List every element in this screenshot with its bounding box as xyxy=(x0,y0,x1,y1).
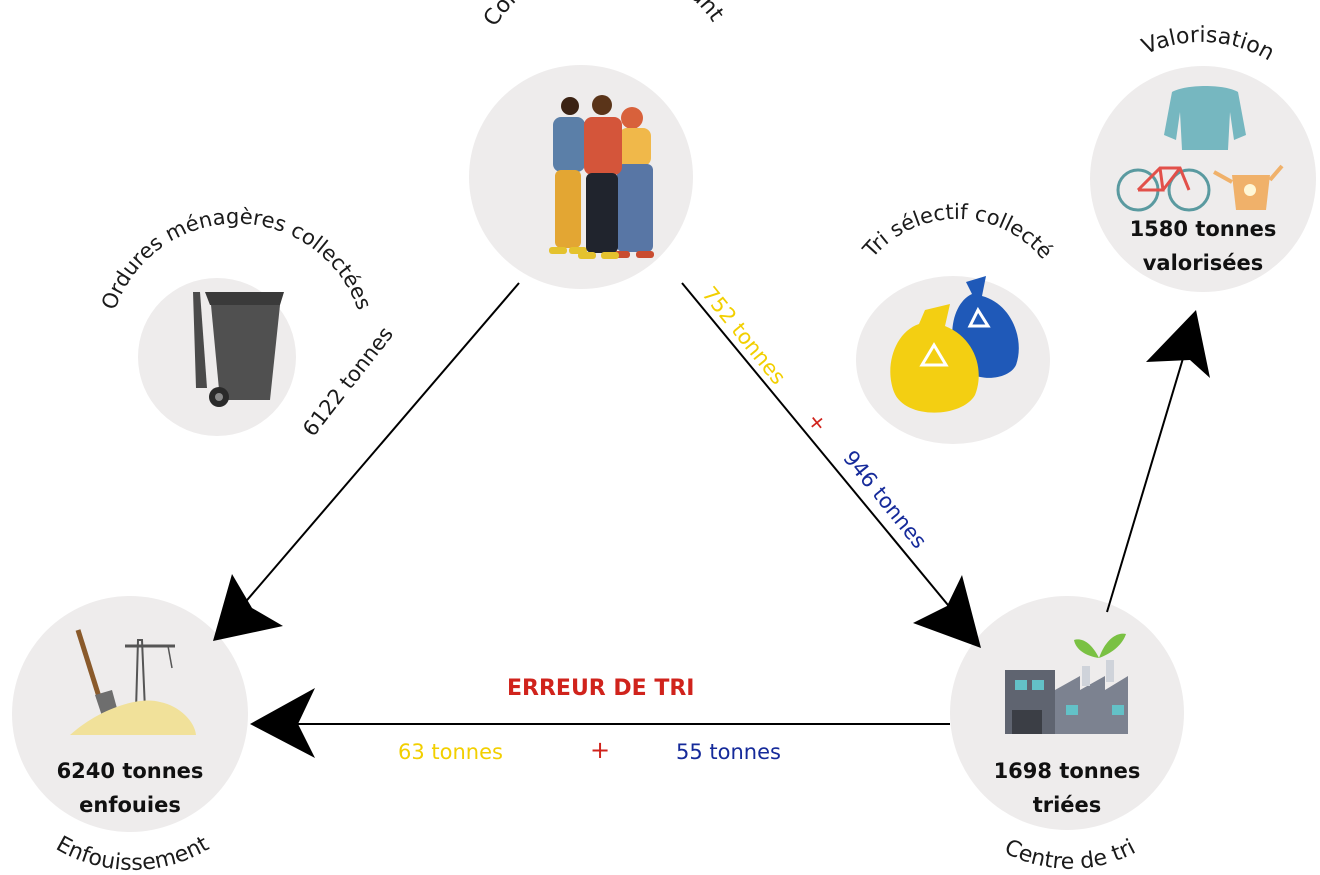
enfouissement-value-line2: enfouies xyxy=(79,793,181,817)
arrow-collecte-centre-tri xyxy=(681,282,981,648)
wheelie-bin-illustration xyxy=(193,292,284,407)
factory-illustration xyxy=(1005,633,1128,734)
erreur-blue-label: 55 tonnes xyxy=(676,740,781,764)
arrow-erreur-de-tri xyxy=(250,688,950,758)
centre-tri-value-line1: 1698 tonnes xyxy=(993,759,1141,783)
enfouissement-label: Enfouissement xyxy=(52,832,214,875)
arrow-centre-tri-valorisation xyxy=(1106,310,1210,613)
erreur-yellow-label: 63 tonnes xyxy=(398,740,503,764)
valorisation-label: Valorisation xyxy=(1138,23,1278,66)
landfill-illustration xyxy=(70,629,196,735)
valorisation-value-line2: valorisées xyxy=(1142,251,1264,275)
centre-tri-value: 1698 tonnes triées xyxy=(970,754,1164,822)
recycling-bags-illustration xyxy=(890,276,1019,413)
centre-tri-label: Centre de tri xyxy=(1001,835,1140,875)
tri-selectif-label: Tri sélectif collecté xyxy=(858,200,1058,264)
enfouissement-value: 6240 tonnes enfouies xyxy=(34,754,226,822)
valorisation-value-line1: 1580 tonnes xyxy=(1129,217,1277,241)
centre-tri-value-line2: triées xyxy=(1032,793,1102,817)
people-illustration xyxy=(549,95,654,259)
erreur-plus: + xyxy=(590,736,611,764)
erreur-de-tri-title: ERREUR DE TRI xyxy=(507,676,695,701)
collecte-label: Collecte chez l’habitant xyxy=(479,0,729,31)
enfouissement-value-line1: 6240 tonnes xyxy=(56,759,204,783)
arrow-ordures-enfouissement xyxy=(213,282,520,641)
valorisation-illustration xyxy=(1116,86,1284,212)
valorisation-value: 1580 tonnes valorisées xyxy=(1110,212,1296,280)
